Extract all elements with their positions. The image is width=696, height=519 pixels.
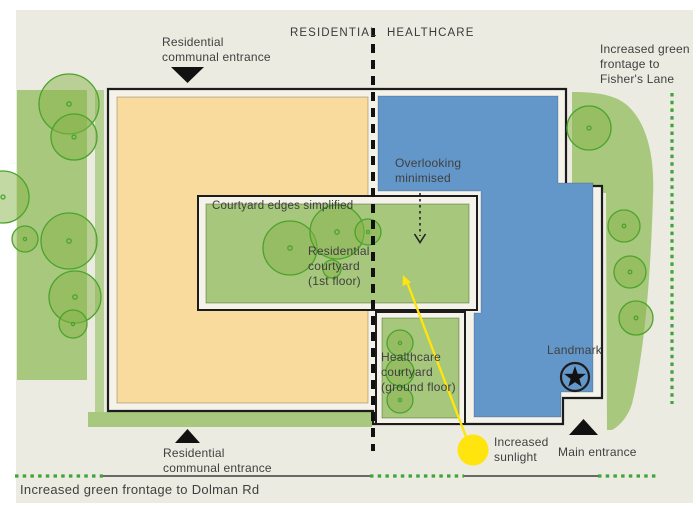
tree-icon (607, 209, 641, 243)
tree-icon (354, 218, 382, 246)
tree-icon (322, 259, 342, 279)
dolman-road-frontage-label: Increased green frontage to Dolman Rd (20, 482, 260, 497)
tree-icon (385, 357, 415, 387)
tree-icon (58, 309, 88, 339)
fishers-lane-frontage-label: Increased green frontage to Fisher's Lan… (600, 42, 690, 86)
sunlight-arrow (402, 275, 470, 443)
tree-icon (0, 170, 30, 224)
main-entrance-triangle-icon (569, 419, 598, 435)
sunlight-circle (457, 434, 489, 466)
main-entrance-label: Main entrance (558, 445, 637, 459)
healthcare-courtyard-label: Healthcare courtyard (ground floor) (381, 350, 456, 394)
overlooking-minimised-label: Overlooking minimised (395, 156, 462, 185)
tree-icon (618, 300, 654, 336)
top-entrance-label: Residential communal entrance (162, 35, 271, 64)
landmark-label: Landmark (547, 343, 602, 357)
green-frontage-dotted-lines (15, 93, 674, 478)
courtyard-edges-label: Courtyard edges simplified (212, 200, 354, 212)
tree-icon (50, 113, 98, 161)
residential-section-label: RESIDENTIAL (290, 27, 378, 39)
tree-icon (613, 255, 647, 289)
tree-icon (262, 220, 318, 276)
left-green-sliver (95, 90, 104, 423)
landmark-star-icon (559, 361, 591, 393)
residential-courtyard-label: Residential courtyard (1st floor) (308, 244, 370, 288)
tree-icon (11, 225, 39, 253)
tree-icon (386, 386, 414, 414)
bottom-green-strip (88, 412, 372, 427)
overlooking-arrow (413, 193, 427, 244)
healthcare-section-label: HEALTHCARE (387, 27, 475, 39)
tree-icon (566, 105, 612, 151)
bottom-entrance-triangle-icon (175, 429, 200, 443)
right-green-strip (572, 92, 654, 430)
top-entrance-triangle-icon (171, 67, 204, 83)
increased-sunlight-label: Increased sunlight (494, 435, 549, 464)
bottom-entrance-label: Residential communal entrance (163, 446, 272, 475)
tree-icon (40, 212, 98, 270)
healthcare-wing (377, 95, 594, 418)
tree-icons (0, 73, 654, 414)
tree-icon (386, 329, 414, 357)
